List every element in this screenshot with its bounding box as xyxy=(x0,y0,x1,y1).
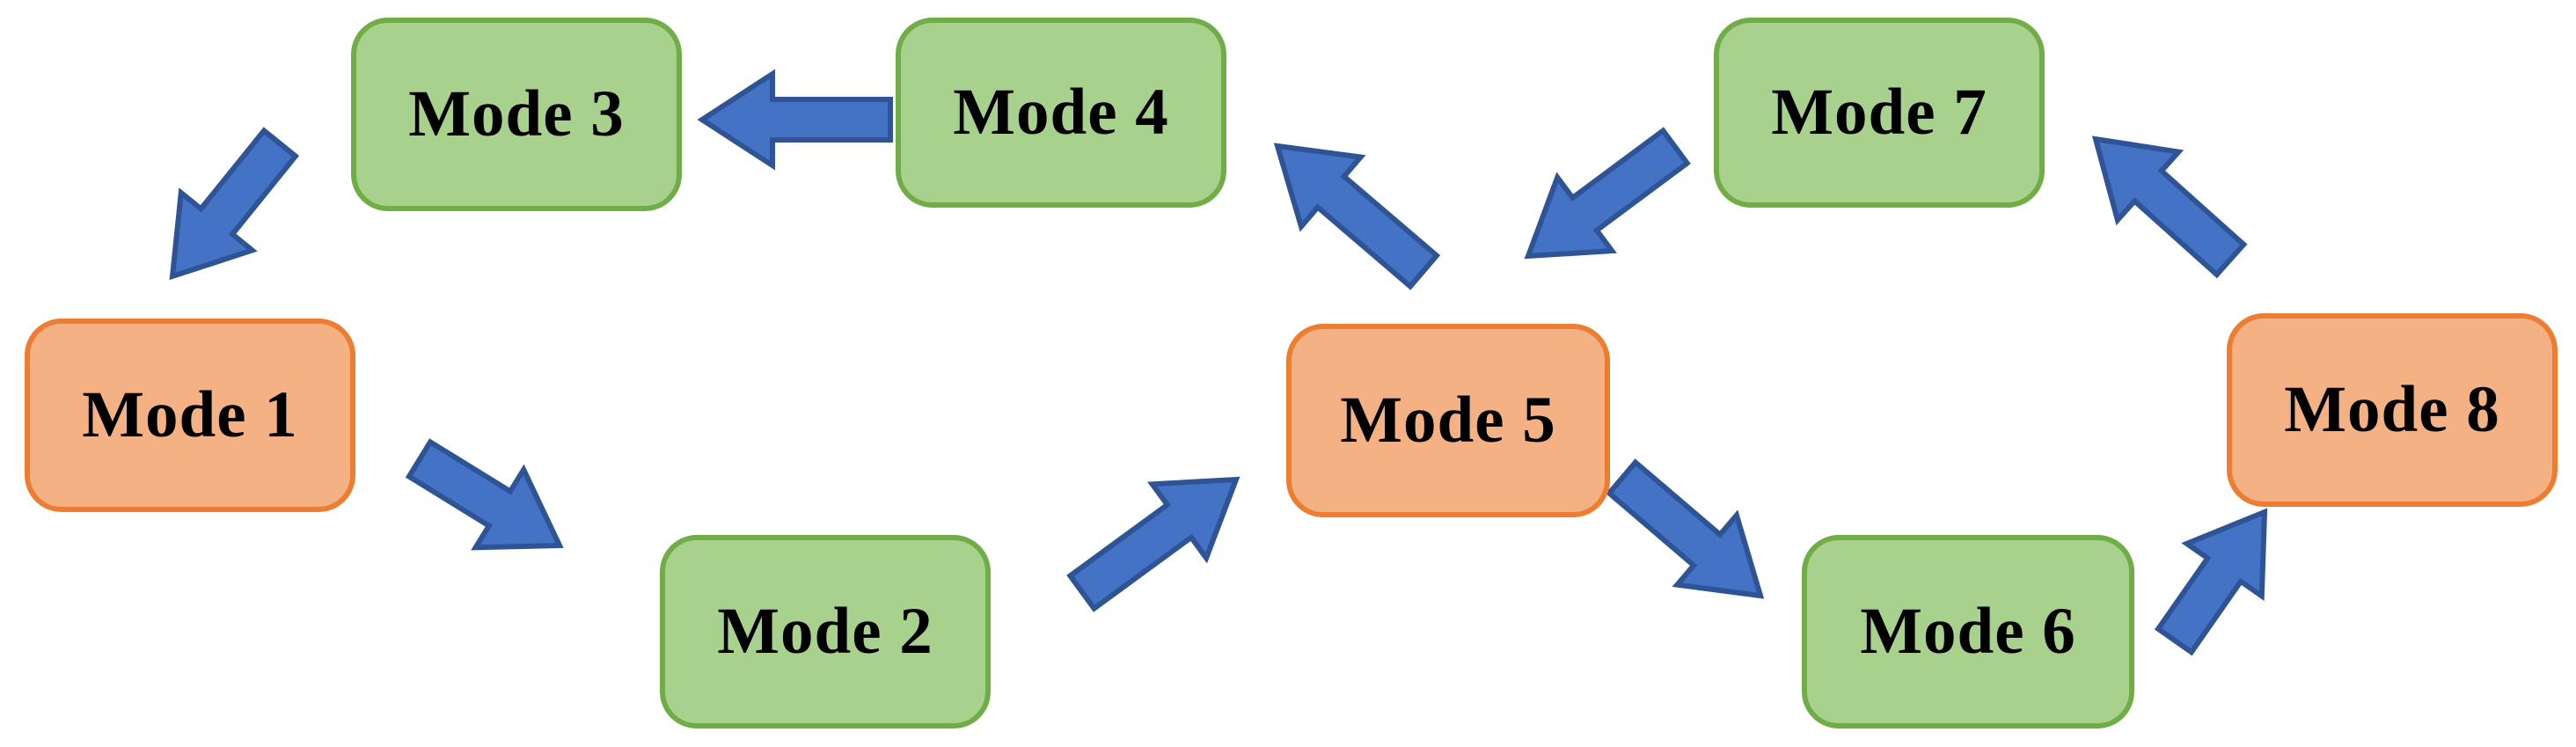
arrow-mode7-to-mode5 xyxy=(1524,127,1691,260)
arrow-mode5-to-mode6 xyxy=(1605,458,1765,599)
node-mode3-label: Mode 3 xyxy=(408,77,625,150)
node-mode2: Mode 2 xyxy=(660,535,991,729)
node-mode7: Mode 7 xyxy=(1714,18,2045,208)
node-mode5-label: Mode 5 xyxy=(1340,384,1556,457)
node-mode6: Mode 6 xyxy=(1802,535,2134,729)
arrow-mode1-to-mode2 xyxy=(405,438,564,551)
node-mode1-label: Mode 1 xyxy=(82,378,298,451)
node-mode7-label: Mode 7 xyxy=(1771,76,1987,149)
arrow-mode2-to-mode5 xyxy=(1066,476,1240,612)
node-mode4-label: Mode 4 xyxy=(953,76,1169,149)
arrow-mode5-to-mode4 xyxy=(1273,143,1441,290)
node-mode6-label: Mode 6 xyxy=(1860,595,2076,668)
node-mode2-label: Mode 2 xyxy=(717,595,933,668)
arrow-mode3-to-mode1 xyxy=(169,127,300,281)
node-mode5: Mode 5 xyxy=(1286,324,1610,517)
node-mode8-label: Mode 8 xyxy=(2284,373,2500,446)
node-mode1: Mode 1 xyxy=(25,319,355,512)
node-mode4: Mode 4 xyxy=(896,18,1226,208)
arrow-mode6-to-mode8 xyxy=(2154,508,2268,656)
arrow-mode4-to-mode3 xyxy=(697,69,893,171)
node-mode8: Mode 8 xyxy=(2227,313,2558,507)
arrow-mode8-to-mode7 xyxy=(2091,135,2248,279)
node-mode3: Mode 3 xyxy=(351,18,682,211)
